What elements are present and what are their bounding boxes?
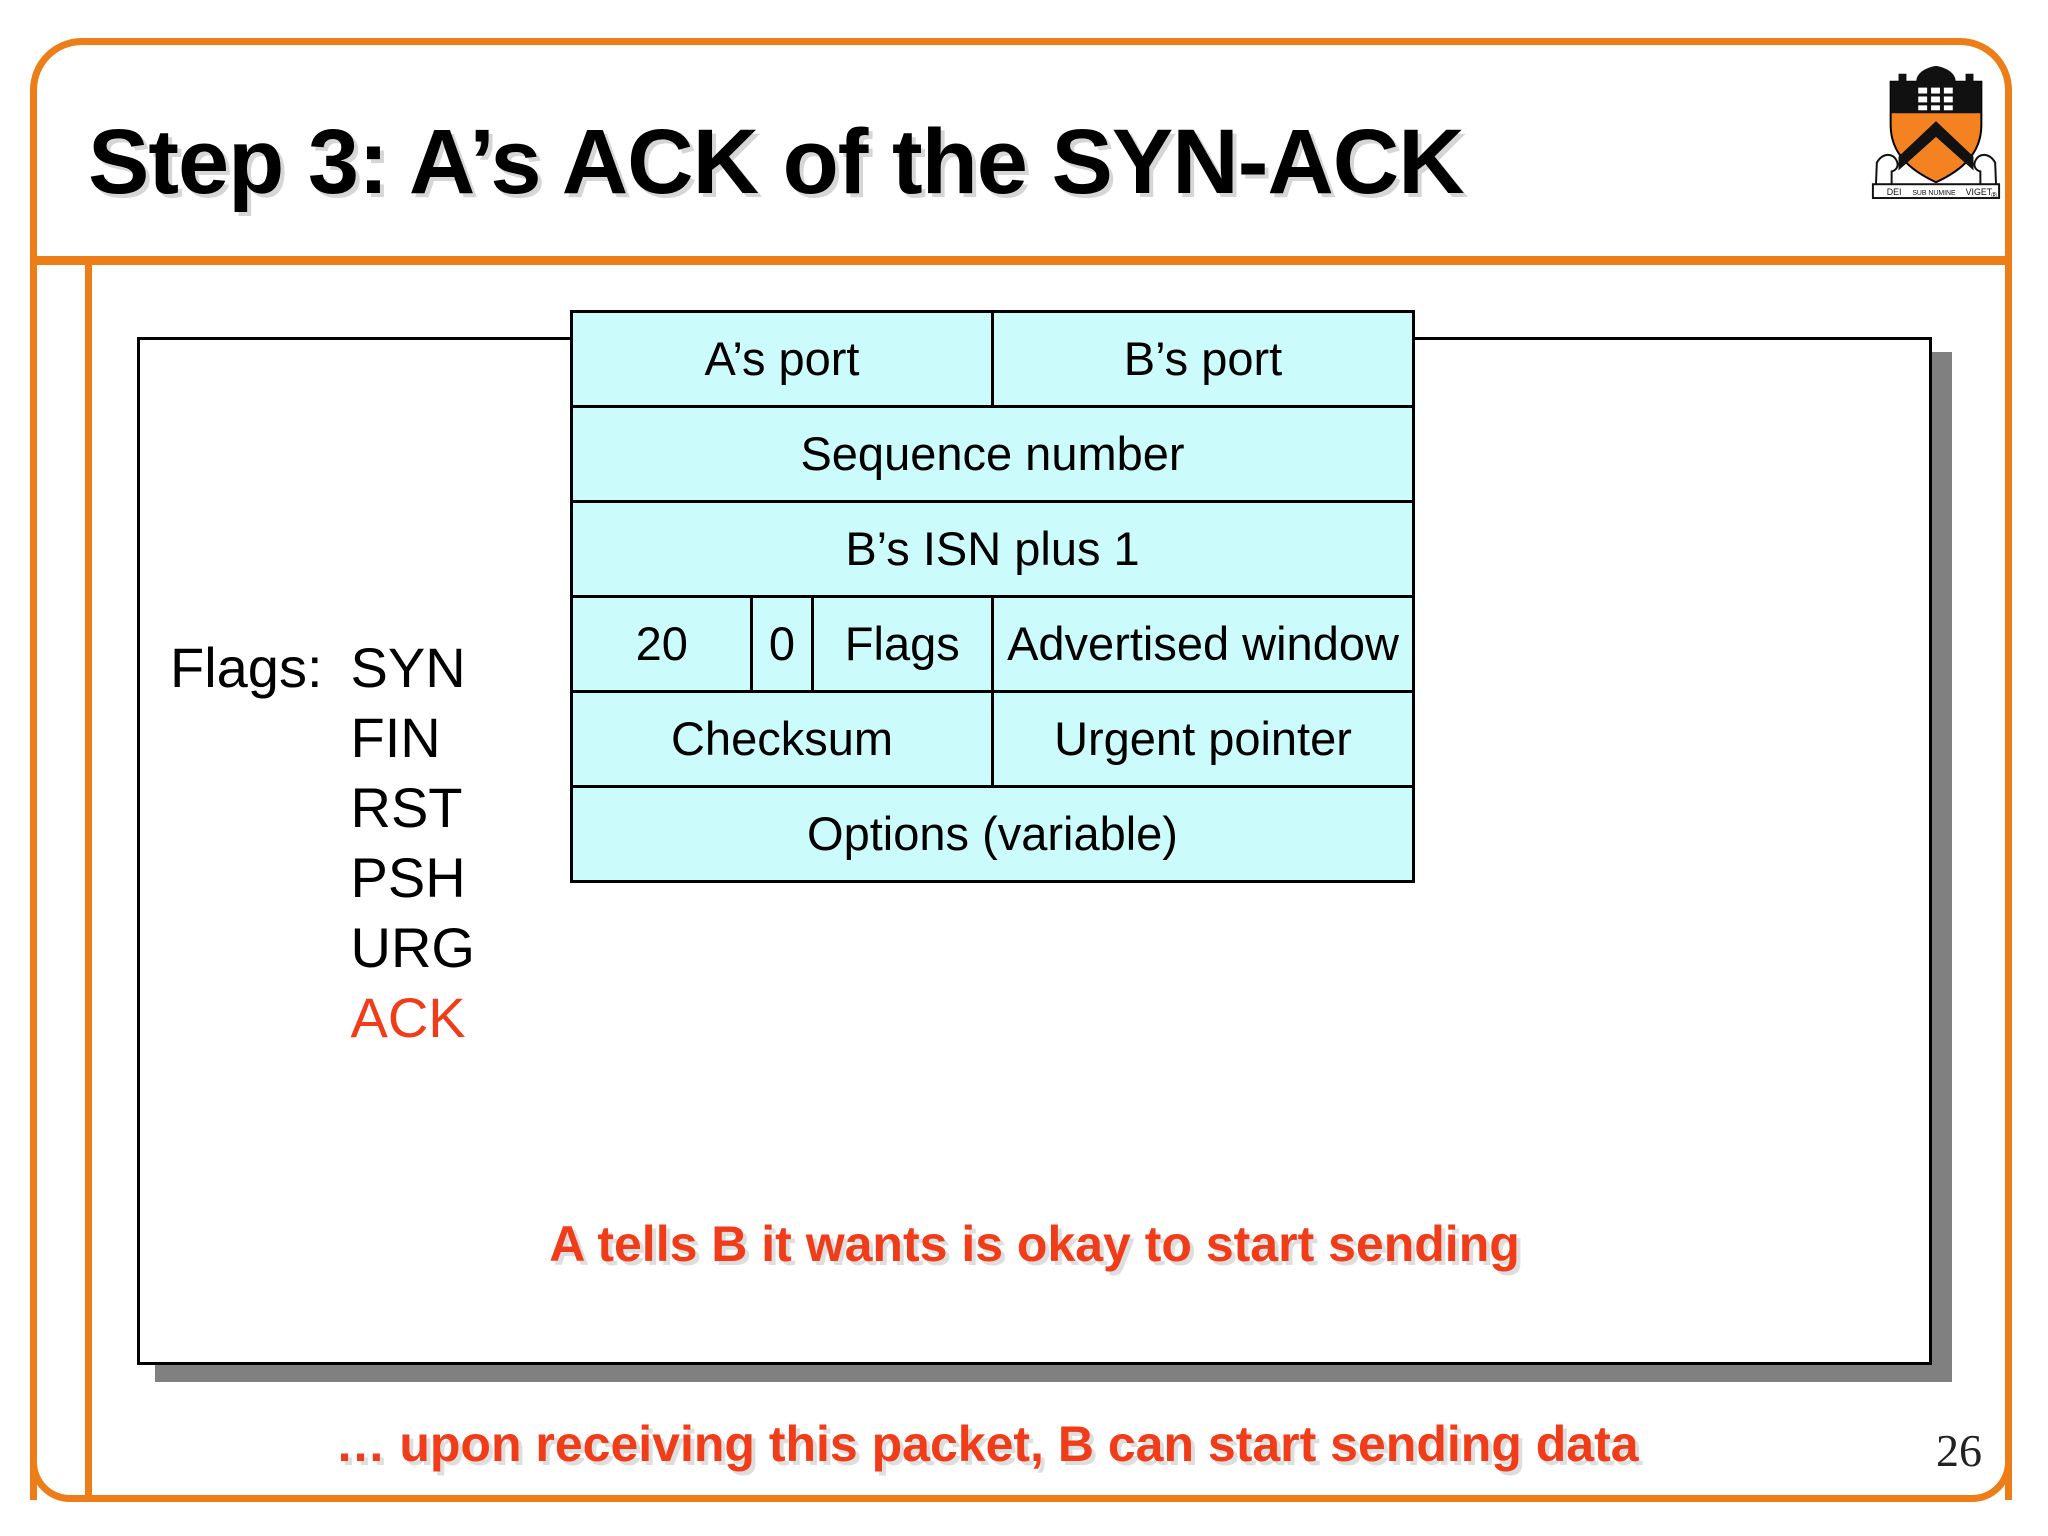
princeton-shield-logo: DEI SUB NUMINE VIGET ® xyxy=(1871,65,2001,200)
title-divider-rule xyxy=(30,256,2012,265)
flag-item-urg: URG xyxy=(350,916,475,979)
registered-trademark-icon: ® xyxy=(1991,191,1997,200)
field-source-port: A’s port xyxy=(570,310,994,408)
field-options: Options (variable) xyxy=(570,785,1415,883)
page-title: Step 3: A’s ACK of the SYN-ACK xyxy=(88,110,1465,213)
footer-note: … upon receiving this packet, B can star… xyxy=(335,1416,1639,1472)
left-vertical-rail xyxy=(85,260,92,1500)
table-row-offset-flags-window: 20 0 Flags Advertised window xyxy=(569,595,1416,693)
field-acknowledgement-number: B’s ISN plus 1 xyxy=(570,500,1415,598)
flag-item-psh: PSH xyxy=(350,846,466,909)
table-row-ports: A’s port B’s port xyxy=(570,310,1416,408)
field-sequence-number: Sequence number xyxy=(570,405,1415,503)
table-row-sequence: Sequence number xyxy=(570,405,1415,503)
field-flags: Flags xyxy=(810,595,994,693)
flag-item-ack: ACK xyxy=(350,986,466,1049)
flag-item-syn: SYN xyxy=(350,636,466,699)
logo-motto-left: DEI xyxy=(1887,187,1902,197)
table-row-options: Options (variable) xyxy=(570,785,1415,883)
table-row-ack: B’s ISN plus 1 xyxy=(570,500,1415,598)
logo-motto-center: SUB NUMINE xyxy=(1912,190,1956,197)
table-row-checksum-urgent: Checksum Urgent pointer xyxy=(570,690,1416,788)
flag-item-rst: RST xyxy=(350,776,463,839)
logo-motto-right: VIGET xyxy=(1966,187,1993,197)
field-advertised-window: Advertised window xyxy=(990,595,1416,693)
flags-block: Flags: SYN FIN RST PSH URG ACK xyxy=(170,633,475,1053)
tcp-header-diagram: A’s port B’s port Sequence number B’s IS… xyxy=(569,310,1416,883)
slide-number: 26 xyxy=(1936,1425,1982,1476)
title-bar: Step 3: A’s ACK of the SYN-ACK xyxy=(88,92,1788,232)
field-destination-port: B’s port xyxy=(990,310,1416,408)
flags-label: Flags: xyxy=(170,636,323,699)
panel-caption: A tells B it wants is okay to start send… xyxy=(549,1216,1520,1272)
flags-list: SYN FIN RST PSH URG ACK xyxy=(351,633,475,1053)
field-reserved: 0 xyxy=(750,595,814,693)
field-checksum: Checksum xyxy=(570,690,994,788)
flag-item-fin: FIN xyxy=(350,706,441,769)
field-urgent-pointer: Urgent pointer xyxy=(990,690,1416,788)
field-header-length: 20 xyxy=(569,595,754,693)
